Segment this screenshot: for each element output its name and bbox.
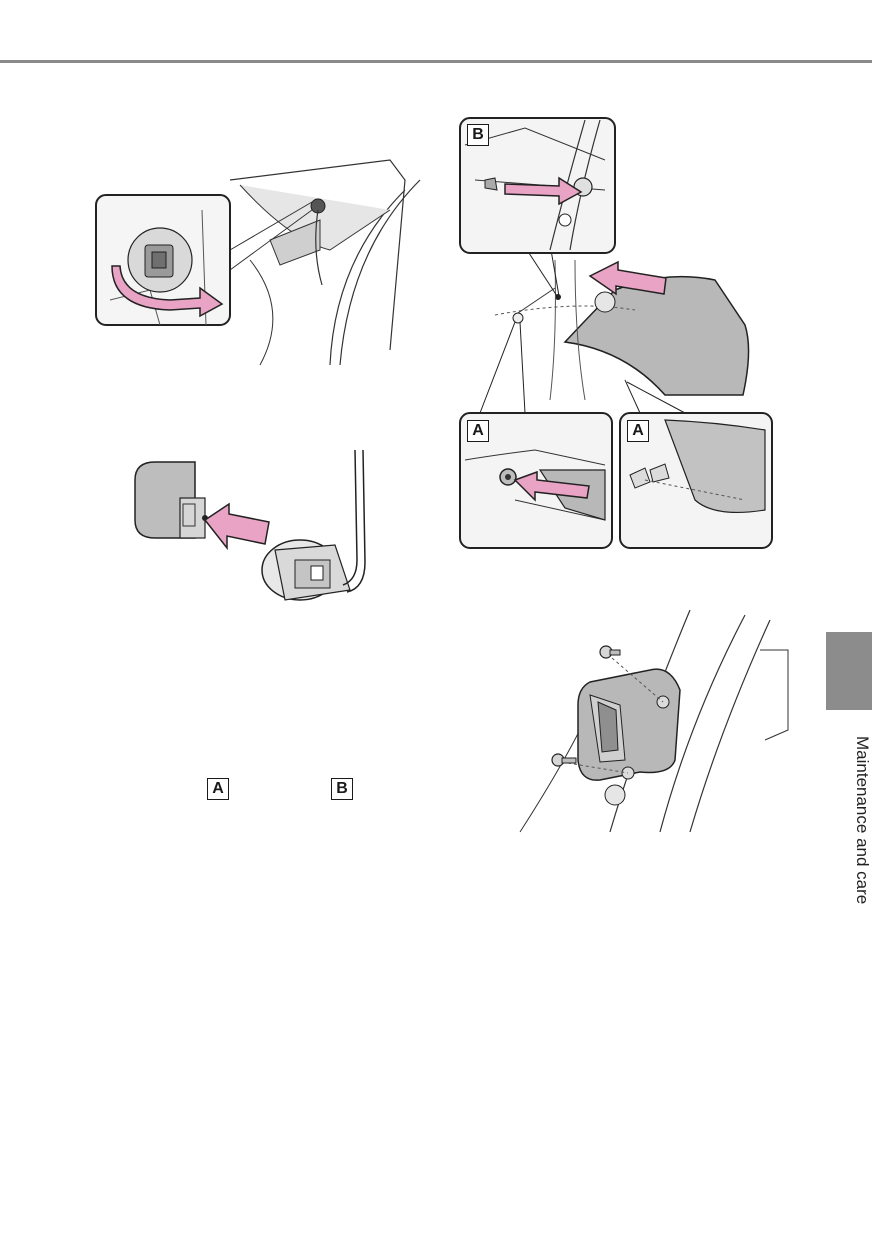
label-a-left: A	[467, 420, 489, 442]
figure-lamp-install	[519, 609, 790, 833]
figure-socket-removal	[90, 150, 430, 370]
figure-lamp-removal: B A A	[455, 110, 785, 555]
figure-bulb-removal	[125, 440, 385, 615]
label-a-right: A	[627, 420, 649, 442]
side-tab-marker	[826, 632, 872, 710]
push-arrow-icon-b	[504, 176, 583, 206]
legend-label-b: B	[331, 778, 353, 800]
screw-icon	[599, 645, 621, 659]
pull-arrow-icon	[203, 502, 270, 551]
legend-label-a: A	[207, 778, 229, 800]
screw-icon-2	[551, 753, 577, 767]
push-arrow-icon-a	[513, 470, 590, 502]
install-arrow-icon	[588, 260, 667, 296]
rotate-arrow-icon	[111, 265, 224, 318]
section-label: Maintenance and care	[853, 735, 872, 905]
label-b: B	[467, 124, 489, 146]
header-rule	[0, 60, 872, 63]
